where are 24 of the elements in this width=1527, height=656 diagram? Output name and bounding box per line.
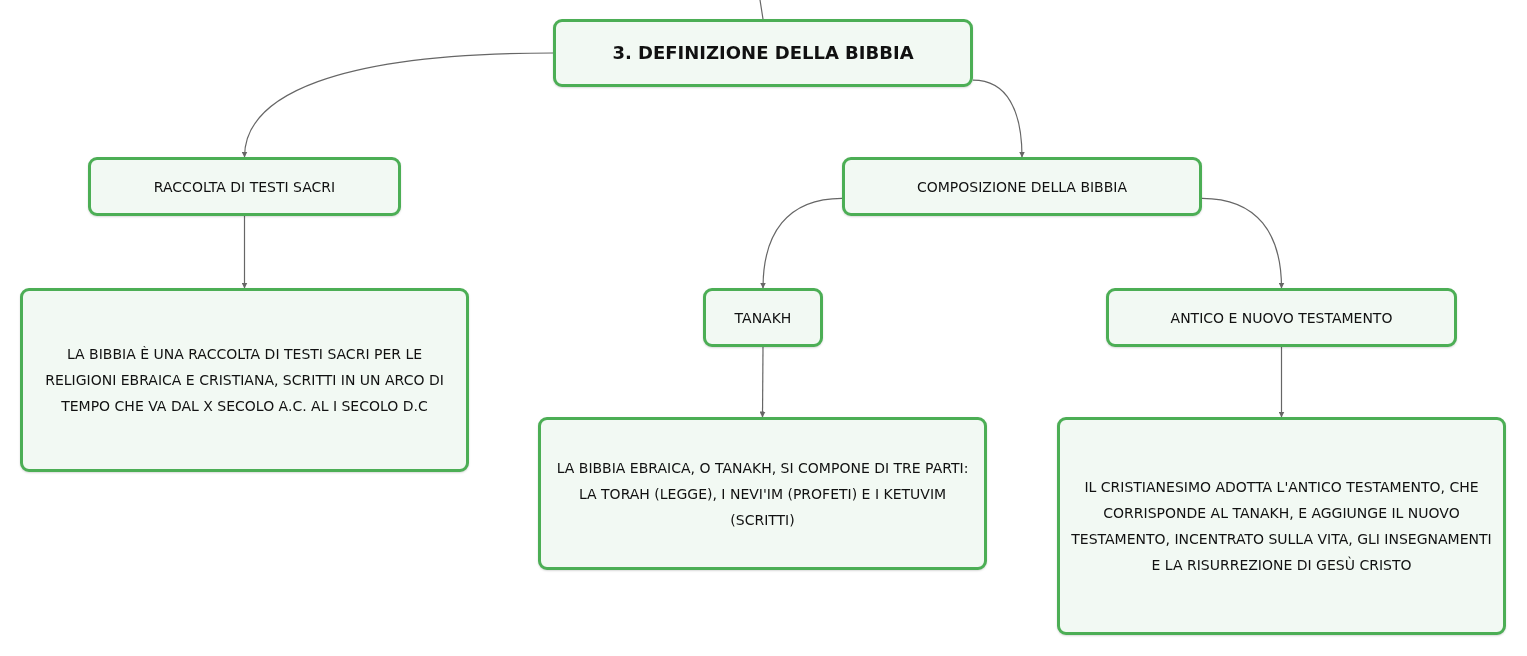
topic-box [842, 157, 1202, 216]
topic-box [703, 288, 823, 347]
title-box [553, 19, 973, 87]
node-text: LA BIBBIA È UNA RACCOLTA DI TESTI SACRI PER LE RELIGIONI EBRAICA E CRISTIANA, SCRITTI IN UN ARCO DI TEMPO CHE VA DAL X SECOLO A.C. AL I SECOLO D.C [44, 345, 445, 416]
arrow [759, 346, 766, 418]
arrow [760, 197, 843, 289]
connector-line [759, 0, 764, 20]
node-text: LA BIBBIA EBRAICA, O TANAKH, SI COMPONE DI TRE PARTI: LA TORAH (LEGGE), I NEVI'IM (PROFETI) E I KETUVIM (SCRITTI) [555, 458, 970, 530]
arrow [242, 52, 554, 158]
node-text: COMPOSIZIONE DELLA BIBBIA [915, 177, 1129, 197]
node-text: RACCOLTA DI TESTI SACRI [152, 177, 337, 197]
arrow [972, 79, 1025, 158]
node-text: IL CRISTIANESIMO ADOTTA L'ANTICO TESTAMENTO, CHE CORRISPONDE AL TANAKH, E AGGIUNGE IL NUOVO TESTAMENTO, INCENTRATO SULLA VITA, GLI INSEGNAMENTI E LA RISURREZIONE DI GESÙ CRISTO [1070, 478, 1493, 575]
arrow [1201, 197, 1285, 289]
description-box [1057, 417, 1506, 635]
description-box [538, 417, 987, 570]
description-box [20, 288, 469, 472]
node-text: ANTICO E NUOVO TESTAMENTO [1169, 308, 1394, 328]
arrow [241, 215, 248, 289]
node-text: TANAKH [733, 308, 793, 328]
node-text: 3. DEFINIZIONE DELLA BIBBIA [611, 41, 915, 65]
arrow [1278, 346, 1285, 418]
topic-box [88, 157, 401, 216]
topic-box [1106, 288, 1457, 347]
